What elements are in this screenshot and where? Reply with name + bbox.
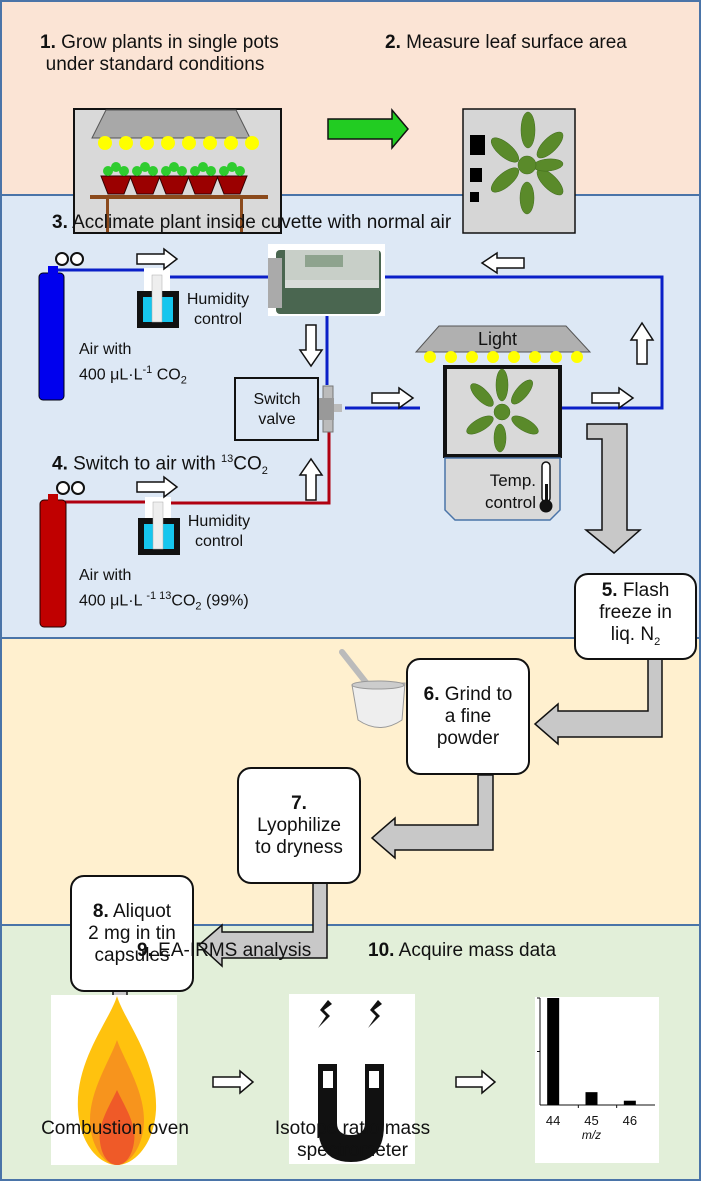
arrow-left-icon <box>480 251 525 275</box>
bar-44 <box>547 998 560 1105</box>
gas-tank-normal-icon <box>38 252 84 401</box>
flow-arrows-analysis <box>212 1069 497 1095</box>
step-2-label: 2. Measure leaf surface area <box>385 32 627 53</box>
cuvette-icon <box>443 365 562 458</box>
mass-spectrum-chart: 44 45 46 m/z <box>537 997 655 1142</box>
arrow-down-icon <box>298 324 324 368</box>
gas-tank-13co2-icon <box>39 481 85 628</box>
temp-control-label: Temp.control <box>484 471 536 512</box>
x-axis-label: m/z <box>582 1128 601 1142</box>
light-icon <box>414 325 592 363</box>
gray-arrow-8 <box>197 881 328 968</box>
arrow-right-icon <box>136 475 179 499</box>
gray-arrow-5 <box>583 423 642 554</box>
step-10-label: 10. Acquire mass data <box>368 940 557 961</box>
green-arrow-icon <box>327 107 409 151</box>
switch-valve-box <box>234 377 319 441</box>
flame-icon <box>77 996 157 1165</box>
magnet-icon <box>318 1000 384 1162</box>
arrow-up-icon <box>298 457 324 501</box>
gray-arrows <box>104 423 663 1053</box>
x-tick-label: 44 <box>546 1113 560 1128</box>
arrow-right-icon <box>212 1069 255 1095</box>
valve-connector-icon <box>318 385 342 433</box>
gas-analyzer-icon <box>268 244 385 316</box>
step-4-label: 4. Switch to air with 13CO2 <box>52 453 268 478</box>
x-tick-label: 46 <box>623 1113 637 1128</box>
leaf-area-scan-icon <box>462 108 576 234</box>
x-tick-label: 45 <box>584 1113 598 1128</box>
arrow-right-icon <box>371 386 415 410</box>
thermometer-icon <box>539 461 553 513</box>
step-3-label: 3. Acclimate plant inside cuvette with n… <box>52 212 452 233</box>
arrow-right-icon <box>455 1069 497 1095</box>
light-label: Light <box>478 329 518 349</box>
arrow-up-icon <box>629 321 655 365</box>
mortar-pestle-icon <box>339 649 406 728</box>
arrow-right-icon <box>136 247 179 271</box>
arrow-right-icon <box>591 386 635 410</box>
bar-45 <box>585 1092 598 1105</box>
gray-arrow-6 <box>533 657 663 746</box>
growth-chamber-icon <box>73 108 282 234</box>
combustion-oven-label: Combustion oven <box>41 1118 189 1139</box>
flow-arrows <box>136 247 655 501</box>
humidifier-13co2-icon <box>138 497 180 555</box>
step-9-label: 9. EA-IRMS analysis <box>137 940 312 961</box>
temp-control-box <box>444 457 561 521</box>
humidifier-normal-icon <box>137 268 179 328</box>
gray-arrow-7 <box>370 774 494 860</box>
bar-46 <box>623 1100 636 1105</box>
